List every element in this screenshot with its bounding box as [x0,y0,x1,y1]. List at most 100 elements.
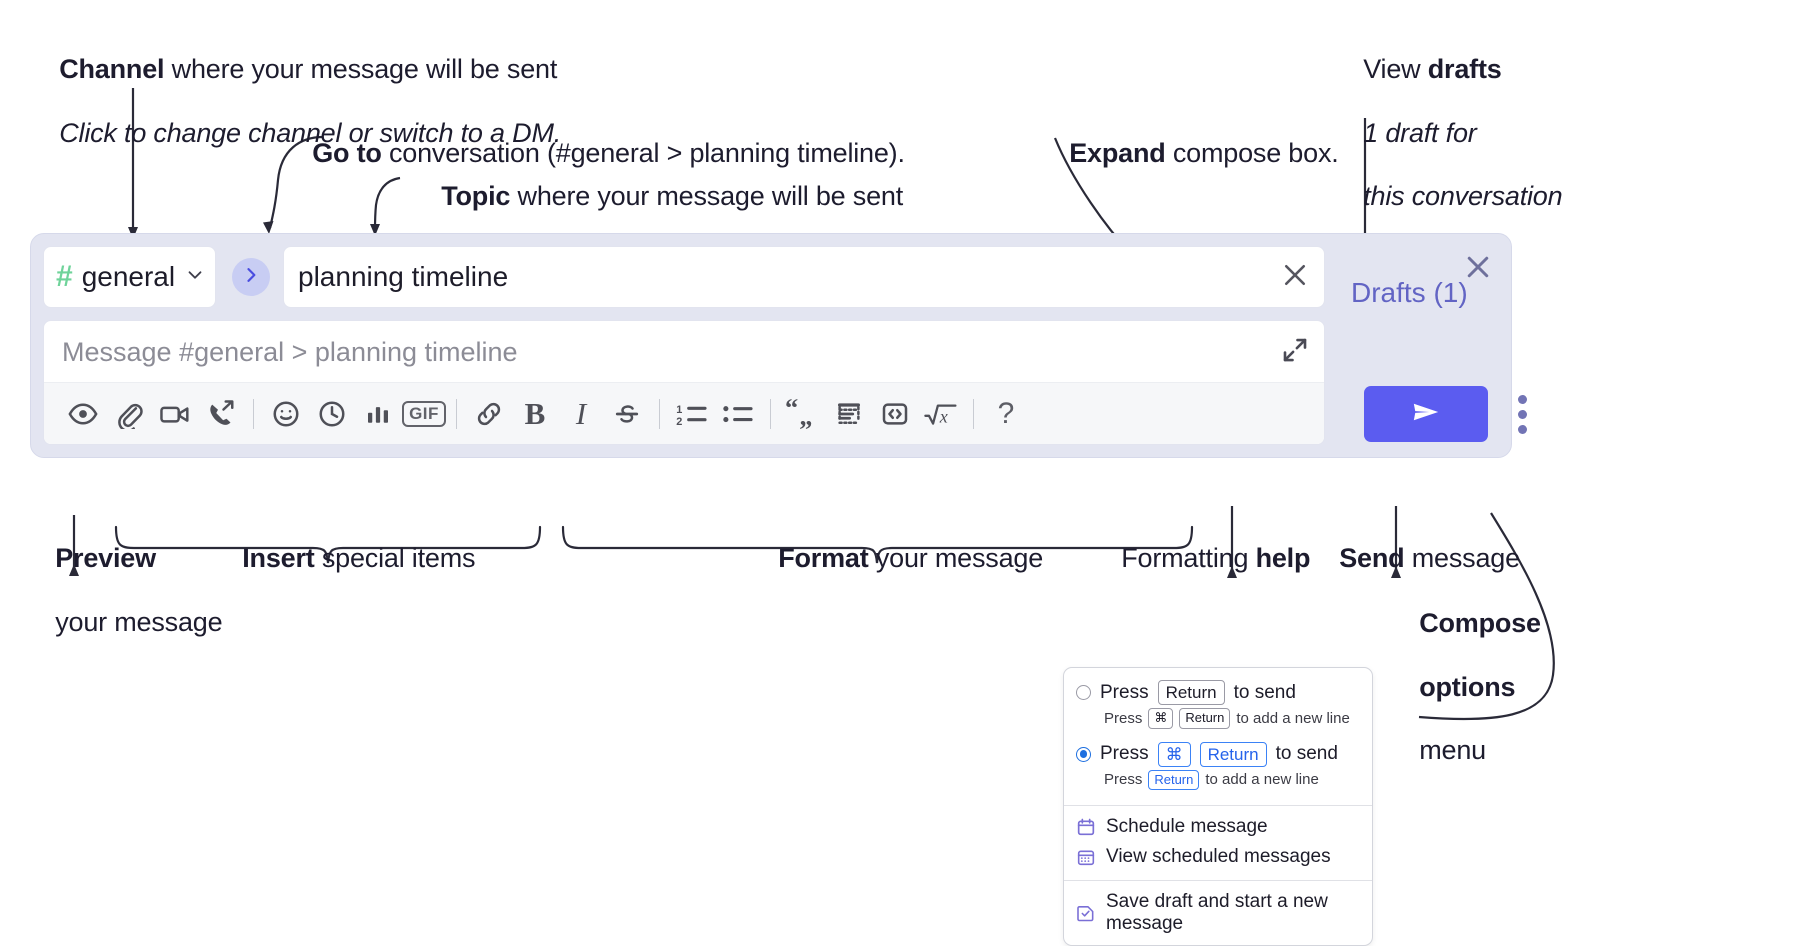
annotation-send: Send message [1339,542,1520,573]
send-button[interactable] [1364,386,1488,442]
formatting-toolbar: GIF B I [44,382,1324,444]
send-option-cmd-return-sub: Press Return to add a new line [1064,767,1372,797]
action-label: to send [1275,743,1338,765]
video-clip-button[interactable] [152,391,198,437]
svg-text:x: x [939,406,948,426]
menu-item-schedule-message[interactable]: Schedule message [1064,812,1372,842]
more-vertical-dot [1517,394,1527,404]
bulleted-list-button[interactable] [715,391,761,437]
separator-1 [253,398,254,429]
more-vertical-dot [1517,424,1527,434]
annotation-topic: Topic where your message will be sent [441,180,904,211]
compose-box: # general planning timeline [30,233,1527,458]
ordered-list-button[interactable]: 1 2 [669,391,715,437]
key-return: Return [1179,708,1231,729]
math-button[interactable]: x [918,391,964,437]
audio-clip-button[interactable] [198,391,244,437]
svg-text:1: 1 [676,403,682,415]
annotation-insert: Insert special items [242,542,476,573]
attach-button[interactable] [106,391,152,437]
menu-item-view-scheduled-messages[interactable]: View scheduled messages [1064,842,1372,872]
svg-text:2: 2 [676,415,682,427]
sub-action-label: to add a new line [1205,771,1319,789]
poll-button[interactable] [355,391,401,437]
menu-divider [1064,880,1372,881]
send-paper-plane-icon [1409,395,1443,434]
key-return: Return [1199,741,1267,767]
italic-icon: I [575,395,587,431]
svg-text:„: „ [799,400,812,428]
menu-item-save-draft[interactable]: Save draft and start a new message [1064,887,1372,939]
sub-action-label: to add a new line [1236,709,1350,727]
channel-row: # general planning timeline [43,246,1325,308]
send-option-return-sub: Press ⌘ Return to add a new line [1064,705,1372,735]
channel-name: general [81,261,176,292]
bold-icon: B [524,395,546,431]
menu-item-label: Save draft and start a new message [1106,891,1328,934]
send-option-return[interactable]: Press Return to send [1064,678,1372,706]
separator-3 [659,398,660,429]
compose-options-menu-button[interactable] [1509,389,1535,439]
italic-button[interactable]: I [558,391,604,437]
expand-icon[interactable] [1280,335,1310,365]
annotation-formatting-help: Formatting help [1121,542,1311,573]
preview-button[interactable] [60,391,106,437]
bold-button[interactable]: B [512,391,558,437]
sub-press-label: Press [1104,771,1143,789]
radio-selected-icon [1076,746,1091,762]
question-mark-icon: ? [997,396,1015,430]
key-command: ⌘ [1157,741,1191,767]
key-command: ⌘ [1148,708,1174,729]
send-option-cmd-return[interactable]: Press ⌘ Return to send [1064,736,1372,767]
topic-value: planning timeline [298,261,509,292]
key-return: Return [1157,680,1225,706]
message-placeholder: Message #general > planning timeline [62,337,518,367]
formatting-help-button[interactable]: ? [983,391,1029,437]
chevron-right-icon [241,265,261,290]
inline-code-button[interactable] [872,391,918,437]
message-input-area[interactable]: Message #general > planning timeline [43,320,1325,445]
chevron-down-icon [184,264,206,291]
hash-icon: # [56,260,73,293]
calendar-grid-icon [1076,847,1096,867]
press-label: Press [1100,743,1149,765]
separator-2 [456,398,457,429]
annotation-channel: Channel where your message will be sent … [59,53,562,148]
press-label: Press [1100,681,1149,703]
annotation-compose-options: Compose options menu [1419,607,1541,766]
menu-divider [1064,805,1372,806]
goto-conversation-button[interactable] [232,258,270,296]
action-label: to send [1233,681,1296,703]
emoji-button[interactable] [263,391,309,437]
clear-topic-icon[interactable] [1280,260,1310,295]
key-return: Return [1148,769,1200,790]
annotation-preview: Preview your message [55,542,223,637]
annotation-expand: Expand compose box. [1069,137,1339,168]
more-vertical-dot [1517,409,1527,419]
close-compose-icon[interactable] [1463,252,1493,282]
annotation-drafts: View drafts 1 draft for this conversatio… [1363,53,1563,212]
code-block-button[interactable] [826,391,872,437]
svg-text:“: “ [785,399,798,422]
gif-button[interactable]: GIF [401,391,447,437]
blockquote-button[interactable]: “ „ [780,391,826,437]
compose-options-menu: Press Return to send Press ⌘ Return to a… [1063,667,1373,946]
annotation-format: Format your message [778,542,1044,573]
calendar-clock-icon [1076,817,1096,837]
compose-inner: # general planning timeline [43,246,1325,308]
separator-4 [770,398,771,429]
topic-field[interactable]: planning timeline [283,246,1325,308]
strikethrough-button[interactable] [604,391,650,437]
annotation-goto: Go to conversation (#general > planning … [312,137,905,168]
channel-select[interactable]: # general [43,246,216,308]
link-button[interactable] [466,391,512,437]
reminder-button[interactable] [309,391,355,437]
menu-item-label: Schedule message [1106,816,1268,837]
drafts-link[interactable]: Drafts (1) [1351,277,1468,308]
gif-label: GIF [402,400,446,427]
radio-unselected-icon [1076,685,1091,701]
menu-item-label: View scheduled messages [1106,846,1331,867]
separator-5 [973,398,974,429]
sub-press-label: Press [1104,709,1143,727]
